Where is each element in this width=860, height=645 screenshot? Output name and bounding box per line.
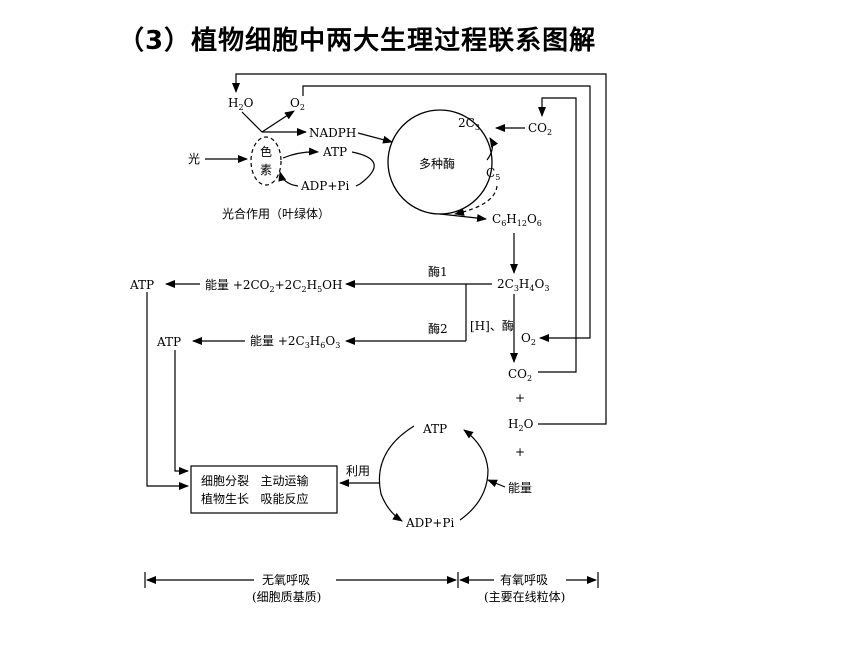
lactic-products-label: 能量 +2C3H6O3: [250, 334, 340, 350]
energy-uses-box: [190, 465, 338, 514]
uses-line-2: 植物生长 吸能反应: [201, 491, 308, 506]
nadph-label: NADPH: [309, 126, 356, 140]
o2-resp-label: O2: [521, 331, 536, 347]
plus-1: +: [515, 391, 525, 405]
respiration-section: 2C3H4O3 酶1 能量 +2CO2+2C2H5OH ATP 酶2 能量 +2…: [129, 233, 549, 495]
h2o-recycle-line: [232, 73, 607, 425]
co2-input-label: CO2: [528, 121, 552, 137]
h-enzyme-label: [H]、酶: [470, 318, 514, 333]
glucose-out-arrow: [439, 213, 487, 223]
use-label: 利用: [346, 464, 370, 478]
pigment-to-o2-arrow: [261, 110, 295, 133]
enzyme2-label: 酶2: [428, 321, 448, 336]
o2-label: O2: [290, 96, 305, 112]
enzymes-label: 多种酶: [419, 156, 455, 171]
aerobic-label: 有氧呼吸: [500, 573, 548, 587]
pyruvate-label: 2C3H4O3: [497, 277, 549, 293]
atp-2-label: ATP: [156, 335, 181, 349]
atp-1-label: ATP: [129, 278, 154, 292]
uses-line-1: 细胞分裂 主动运输: [201, 473, 308, 488]
connector-lines: [232, 73, 607, 425]
cycle-adp-pi-label: ADP+Pi: [405, 516, 454, 530]
light-label: 光: [188, 152, 200, 166]
c3-label: 2C3: [458, 116, 480, 132]
co2-transfer-line: [538, 97, 577, 373]
photosynthesis-section: H2O O2 光 色 素 NADPH ATP ADP+Pi 多种酶 2C3 CO…: [188, 96, 552, 228]
atp1-to-uses-line: [146, 292, 189, 490]
co2-out-label: CO2: [508, 367, 532, 383]
glucose-label: C6H12O6: [492, 212, 542, 228]
anaerobic-site-label: (细胞质基质): [252, 590, 321, 604]
atp-synthesis-arrow: [282, 147, 319, 159]
atp-label: ATP: [322, 145, 347, 159]
atp-hydrolysis-arc: [378, 425, 415, 522]
atp-utilization-section: 细胞分裂 主动运输 植物生长 吸能反应 利用 ATP ADP+Pi: [146, 292, 489, 530]
energy-label: 能量: [508, 481, 532, 495]
c5-label: C5: [486, 166, 500, 182]
alcohol-products-label: 能量 +2CO2+2C2H5OH: [205, 278, 342, 294]
enzyme1-label: 酶1: [428, 264, 448, 279]
atp-synthesis-arc: [459, 429, 489, 521]
aerobic-site-label: (主要在线粒体): [484, 589, 565, 604]
energy-to-atp-arrow: [487, 479, 506, 488]
c5-regeneration-dashed: [454, 185, 498, 216]
pigment-char-2: 素: [260, 163, 272, 177]
h2o-out-label: H2O: [508, 417, 534, 433]
adp-return-arrow: [278, 171, 299, 187]
respiration-type-scale: 无氧呼吸 (细胞质基质) 有氧呼吸 (主要在线粒体): [144, 572, 599, 604]
anaerobic-label: 无氧呼吸: [262, 573, 310, 587]
atp-to-cycle-curve: [351, 151, 375, 185]
pigment-char-1: 色: [260, 145, 272, 159]
pigment-ellipse: [250, 136, 282, 186]
h2o-label: H2O: [228, 96, 254, 112]
adp-pi-label: ADP+Pi: [300, 179, 349, 193]
nadph-to-cycle-arrow: [357, 132, 393, 144]
o2-transfer-line: [302, 85, 591, 342]
page-title: （3）植物细胞中两大生理过程联系图解: [118, 26, 597, 56]
cycle-atp-label: ATP: [422, 422, 447, 436]
atp2-to-uses-line: [174, 350, 189, 475]
atp-curve-end: [355, 183, 361, 187]
photosynthesis-site-label: 光合作用（叶绿体）: [222, 206, 330, 221]
plus-2: +: [515, 445, 525, 459]
pigment-to-h2o-line: [241, 111, 263, 133]
c5-to-c3-arrow: [486, 137, 499, 161]
